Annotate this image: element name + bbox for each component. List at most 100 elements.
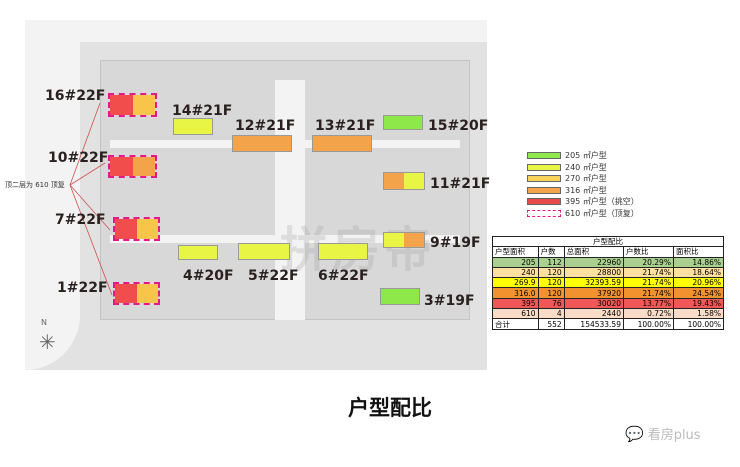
table-cell: 20.96%	[672, 277, 725, 289]
table-title: 户型配比	[492, 235, 724, 248]
legend-swatch	[527, 186, 561, 194]
legend-label: 240 ㎡户型	[565, 162, 607, 172]
legend-label: 205 ㎡户型	[565, 151, 607, 161]
brand: 💬看房plus	[625, 424, 701, 444]
table-cell: 13.77%	[622, 297, 674, 310]
wechat-icon: 💬	[625, 424, 644, 443]
table-cell: 21.74%	[622, 266, 674, 279]
table-cell: 4	[537, 308, 565, 320]
column-header: 户数	[537, 246, 565, 258]
note-label: 顶二层为 610 顶复	[5, 181, 65, 189]
legend-swatch	[527, 163, 561, 171]
table-cell: 2440	[563, 308, 624, 320]
table-cell: 18.64%	[672, 266, 725, 279]
building-label: 10#22F	[48, 150, 109, 166]
building-label: 4#20F	[183, 268, 234, 284]
legend-swatch	[527, 152, 561, 160]
legend-label: 395 ㎡户型（挑空）	[565, 197, 639, 207]
legend-item: 316 ㎡户型	[527, 185, 639, 197]
building	[178, 245, 218, 260]
table-cell: 120	[537, 277, 565, 289]
legend-item: 610 ㎡户型（顶复）	[527, 208, 639, 220]
building-label: 1#22F	[57, 280, 108, 296]
legend-item: 205 ㎡户型	[527, 150, 639, 162]
legend-item: 395 ㎡户型（挑空）	[527, 196, 639, 208]
building	[232, 135, 292, 152]
legend-swatch	[527, 175, 561, 183]
building	[380, 288, 420, 305]
building	[318, 243, 368, 260]
legend-swatch	[527, 198, 561, 206]
table-cell: 21.74%	[622, 277, 674, 289]
column-header: 户数比	[622, 246, 674, 258]
building	[383, 115, 423, 130]
table-cell: 120	[537, 287, 565, 299]
table-cell: 合计	[492, 318, 539, 330]
page-title: 户型配比	[348, 396, 432, 420]
legend-label: 316 ㎡户型	[565, 185, 607, 195]
legend-label: 610 ㎡户型（顶复）	[565, 208, 639, 218]
compass-label: N	[41, 318, 47, 327]
table-cell: 100.00%	[672, 318, 725, 330]
building-label: 15#20F	[428, 118, 489, 134]
building	[108, 155, 157, 178]
building-label: 9#19F	[430, 235, 481, 251]
table-cell: 19.43%	[672, 297, 725, 310]
table-cell: 120	[537, 266, 565, 279]
building	[238, 243, 290, 260]
legend-label: 270 ㎡户型	[565, 174, 607, 184]
table-cell: 552	[537, 318, 565, 330]
legend-item: 270 ㎡户型	[527, 173, 639, 185]
table-cell: 30020	[563, 297, 624, 310]
legend-swatch	[527, 209, 561, 217]
column-header: 户型面积	[492, 246, 539, 258]
table-cell: 100.00%	[622, 318, 674, 330]
table-cell: 20.29%	[622, 256, 674, 268]
table-cell: 1.58%	[672, 308, 725, 320]
table-cell: 112	[537, 256, 565, 268]
building-label: 13#21F	[315, 118, 376, 134]
building-label: 7#22F	[55, 212, 106, 228]
table-cell: 269.9	[492, 277, 539, 289]
building	[113, 217, 160, 241]
table-cell: 76	[537, 297, 565, 310]
table-cell: 28800	[563, 266, 624, 279]
legend-item: 240 ㎡户型	[527, 162, 639, 174]
table-cell: 316.0	[492, 287, 539, 299]
column-header: 面积比	[672, 246, 725, 258]
building	[383, 172, 425, 190]
building	[312, 135, 372, 152]
building	[108, 93, 157, 117]
building-label: 6#22F	[318, 268, 369, 284]
note-leader-lines	[69, 102, 113, 296]
compass-icon: ✳N	[39, 318, 56, 354]
table-cell: 0.72%	[622, 308, 674, 320]
table-cell: 32393.59	[563, 277, 624, 289]
building-label: 12#21F	[235, 118, 296, 134]
table-cell: 240	[492, 266, 539, 279]
table-cell: 21.74%	[622, 287, 674, 299]
table-cell: 154533.59	[563, 318, 624, 330]
building-label: 3#19F	[424, 293, 475, 309]
column-header: 总面积	[563, 246, 624, 258]
building-label: 11#21F	[430, 176, 491, 192]
site-plan: 拼房帝 ✳N	[25, 20, 487, 370]
brand-label: 看房plus	[647, 428, 701, 443]
table-cell: 14.86%	[672, 256, 725, 268]
building-label: 5#22F	[248, 268, 299, 284]
table-cell: 395	[492, 297, 539, 310]
building-label: 16#22F	[45, 88, 106, 104]
table-cell: 22960	[563, 256, 624, 268]
building	[383, 232, 425, 248]
building-label: 14#21F	[172, 103, 233, 119]
table-cell: 37920	[563, 287, 624, 299]
